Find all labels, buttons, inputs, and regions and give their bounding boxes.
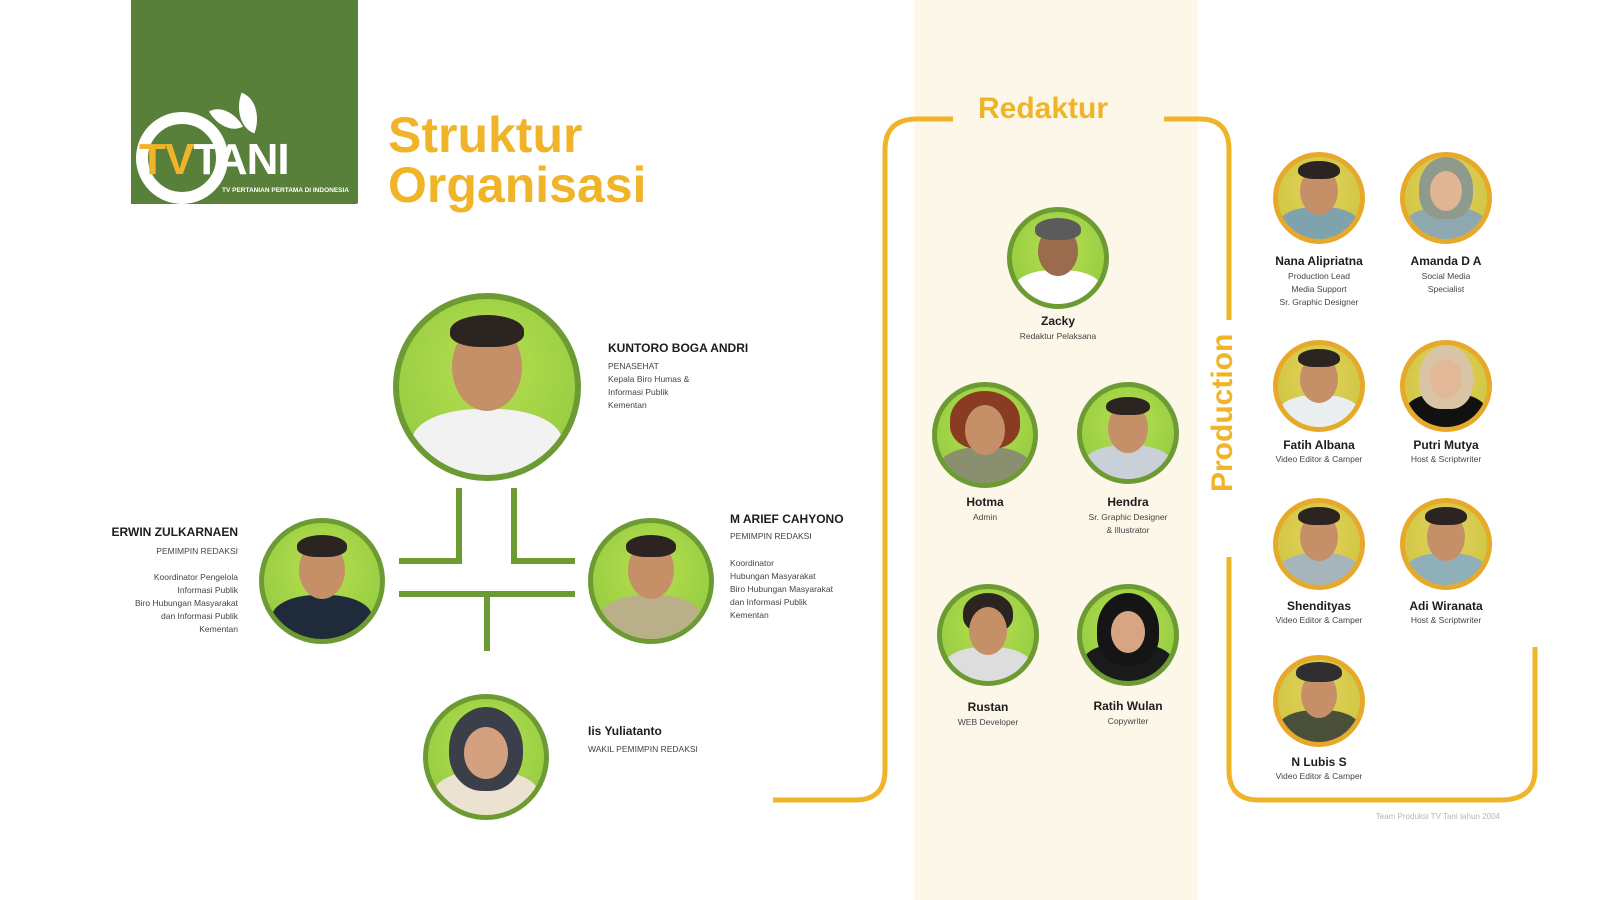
avatar-amanda: [1400, 152, 1492, 244]
leader-title: PEMIMPIN REDAKSI: [156, 546, 238, 556]
member-name: Nana Alipriatna: [1275, 254, 1363, 268]
redaktur-title: Redaktur: [978, 92, 1109, 125]
member-name: Hendra: [1107, 495, 1149, 509]
leader-name: KUNTORO BOGA ANDRI: [608, 341, 749, 355]
member-name: Shendityas: [1286, 599, 1352, 613]
avatar-kuntoro: [393, 293, 581, 481]
member-role: Social Media Specialist: [1421, 271, 1471, 294]
avatar-hotma: [932, 382, 1038, 488]
member-role: Video Editor & Camper: [1275, 454, 1363, 464]
member-name: Adi Wiranata: [1409, 599, 1483, 613]
logo-tagline: TV PERTANIAN PERTAMA DI INDONESIA: [222, 187, 349, 194]
page-title: Struktur Organisasi: [388, 107, 647, 213]
credit-text: Team Produksi TV Tani tahun 2004: [1375, 812, 1500, 821]
member-role: Copywriter: [1107, 716, 1149, 726]
member-role: WEB Developer: [957, 717, 1019, 727]
member-role: Redaktur Pelaksana: [1019, 331, 1097, 341]
leader-name: ERWIN ZULKARNAEN: [111, 525, 238, 539]
avatar-rustan: [937, 584, 1039, 686]
member-name: Rustan: [967, 700, 1009, 714]
leader-name: M ARIEF CAHYONO: [730, 512, 844, 526]
logo-wordmark: TVTANI: [139, 135, 290, 184]
production-bracket: [1226, 557, 1538, 803]
leader-desc: Kepala Biro Humas & Informasi Publik Kem…: [608, 374, 690, 410]
avatar-nana: [1273, 152, 1365, 244]
member-role: Host & Scriptwriter: [1410, 615, 1482, 625]
avatar-adi: [1400, 498, 1492, 590]
member-name: Putri Mutya: [1413, 438, 1479, 452]
redaktur-bracket-left: [773, 116, 953, 803]
tvtani-logo: TVTANI TV PERTANIAN PERTAMA DI INDONESIA: [131, 0, 358, 204]
leader-title: PEMIMPIN REDAKSI: [730, 531, 812, 541]
connector-right: [511, 488, 575, 564]
redaktur-bracket-right: [1164, 116, 1232, 320]
avatar-hendra: [1077, 382, 1179, 484]
avatar-iis: [423, 694, 549, 820]
member-role: Video Editor & Camper: [1275, 771, 1363, 781]
avatar-zacky: [1007, 207, 1109, 309]
leader-desc: Koordinator Hubungan Masyarakat Biro Hub…: [730, 558, 834, 620]
leader-title: WAKIL PEMIMPIN REDAKSI: [588, 744, 698, 754]
member-name: Hotma: [966, 495, 1004, 509]
leader-desc: Koordinator Pengelola Informasi Publik B…: [134, 572, 238, 634]
member-name: Amanda D A: [1410, 254, 1482, 268]
member-role: Video Editor & Camper: [1275, 615, 1363, 625]
member-name: N Lubis S: [1291, 755, 1347, 769]
avatar-fatih: [1273, 340, 1365, 432]
member-role: Host & Scriptwriter: [1410, 454, 1482, 464]
avatar-shendityas: [1273, 498, 1365, 590]
member-name: Fatih Albana: [1283, 438, 1355, 452]
member-role: Admin: [972, 512, 998, 522]
member-role: Sr. Graphic Designer & Illustrator: [1088, 512, 1168, 535]
avatar-erwin: [259, 518, 385, 644]
member-name: Zacky: [1040, 314, 1076, 328]
connector-left: [399, 488, 462, 564]
production-title: Production: [1206, 333, 1239, 492]
member-role: Production Lead Media Support Sr. Graphi…: [1279, 271, 1359, 307]
avatar-arief: [588, 518, 714, 644]
avatar-putri: [1400, 340, 1492, 432]
avatar-ratih: [1077, 584, 1179, 686]
member-name: Ratih Wulan: [1093, 699, 1163, 713]
leader-title: PENASEHAT: [608, 361, 659, 371]
leader-name: Iis Yuliatanto: [588, 724, 662, 738]
avatar-nlubis: [1273, 655, 1365, 747]
